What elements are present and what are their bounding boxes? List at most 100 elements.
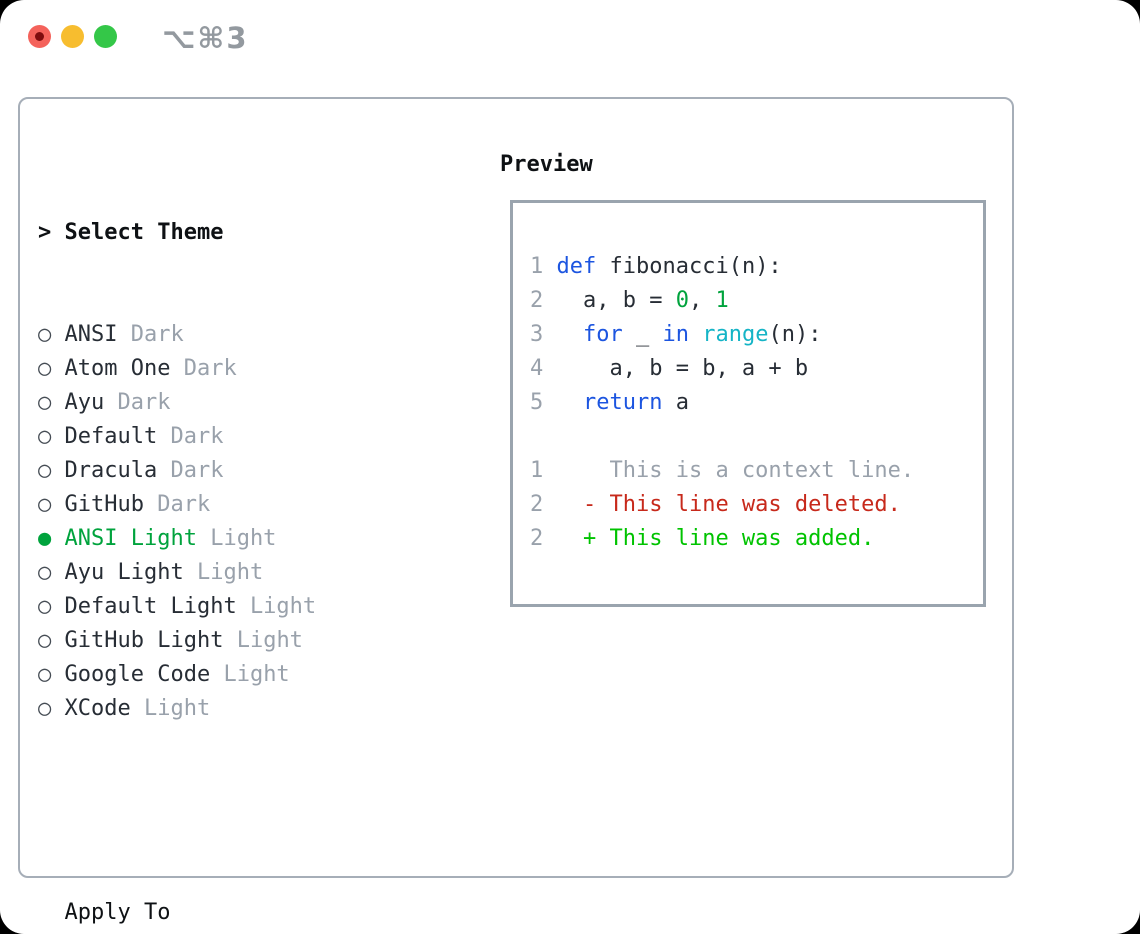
minimize-button[interactable] — [61, 25, 84, 48]
close-dot-icon — [35, 32, 44, 41]
code-segment: 2 — [530, 526, 557, 551]
option-label: Dracula — [64, 458, 158, 483]
code-segment: a, b = — [556, 288, 676, 313]
option-variant-label: Dark — [170, 424, 224, 449]
code-segment: a — [662, 390, 689, 415]
code-segment: - This line was deleted. — [556, 492, 901, 517]
option-variant-label: Light — [249, 594, 317, 619]
radio-unselected-icon: ○ — [38, 356, 52, 381]
radio-unselected-icon: ○ — [38, 458, 52, 483]
option-variant-label: Dark — [170, 458, 224, 483]
theme-option[interactable]: ○ GitHub Dark — [38, 488, 409, 522]
option-variant-label: Dark — [117, 390, 171, 415]
option-label: Atom One — [64, 356, 171, 381]
theme-option[interactable]: ● ANSI Light Light — [38, 522, 409, 556]
option-variant-label: Light — [143, 696, 211, 721]
code-segment: fibonacci(n): — [596, 254, 782, 279]
select-theme-title: Select Theme — [64, 220, 224, 245]
code-segment: 5 — [530, 390, 557, 415]
window-controls — [28, 25, 117, 48]
option-variant-label: Light — [210, 526, 277, 551]
prompt-caret-icon: > — [38, 220, 52, 245]
option-label: Default — [64, 424, 158, 449]
radio-unselected-icon: ○ — [38, 560, 52, 585]
radio-unselected-icon: ○ — [38, 696, 52, 721]
theme-selector-panel: > Select Theme ○ ANSI Dark○ Atom One Dar… — [18, 97, 1014, 925]
theme-option[interactable]: ○ Atom One Dark — [38, 352, 409, 386]
code-segment: 1 — [530, 254, 557, 279]
maximize-button[interactable] — [94, 25, 117, 48]
code-segment: 0 — [675, 288, 689, 313]
option-label: Ayu — [64, 390, 105, 415]
theme-option[interactable]: ○ Google Code Light — [38, 658, 409, 692]
code-segment: in — [662, 322, 690, 347]
code-segment: 1 — [530, 458, 557, 483]
theme-option[interactable]: ○ Ayu Dark — [38, 386, 409, 420]
option-label: GitHub Light — [64, 628, 224, 653]
code-line: 1 def fibonacci(n): — [530, 250, 983, 284]
theme-option[interactable]: ○ ANSI Dark — [38, 318, 409, 352]
radio-selected-icon: ● — [38, 526, 52, 551]
theme-picker: > Select Theme ○ ANSI Dark○ Atom One Dar… — [38, 148, 409, 934]
code-segment: _ — [622, 322, 663, 347]
code-segment: range — [702, 322, 769, 347]
radio-unselected-icon: ○ — [38, 492, 52, 517]
code-segment: (n): — [768, 322, 822, 347]
theme-option[interactable]: ○ Dracula Dark — [38, 454, 409, 488]
code-segment: def — [556, 254, 597, 279]
code-line: 1 This is a context line. — [530, 454, 983, 488]
radio-unselected-icon: ○ — [38, 594, 52, 619]
radio-unselected-icon: ○ — [38, 424, 52, 449]
code-line: 2 + This line was added. — [530, 522, 983, 556]
option-variant-label: Light — [236, 628, 303, 653]
code-segment: 3 — [530, 322, 557, 347]
theme-option[interactable]: ○ GitHub Light Light — [38, 624, 409, 658]
code-segment: 2 — [530, 492, 557, 517]
code-segment: , — [688, 288, 716, 313]
preview-pane: 1 def fibonacci(n): 2 a, b = 0, 1 3 for _ … — [510, 200, 986, 607]
code-segment: a, b = b, a + b — [556, 356, 809, 381]
code-segment — [557, 322, 584, 347]
option-label: Ayu Light — [64, 560, 184, 585]
theme-option[interactable]: ○ Default Light Light — [38, 590, 409, 624]
option-label: Default Light — [64, 594, 237, 619]
option-variant-label: Light — [196, 560, 264, 585]
theme-list: ○ ANSI Dark○ Atom One Dark○ Ayu Dark○ De… — [38, 318, 409, 726]
option-variant-label: Dark — [183, 356, 237, 381]
option-label: ANSI Light — [64, 526, 197, 551]
option-label: Google Code — [64, 662, 211, 687]
code-line: 2 - This line was deleted. — [530, 488, 983, 522]
code-line: 3 for _ in range(n): — [530, 318, 983, 352]
theme-option[interactable]: ○ Ayu Light Light — [38, 556, 409, 590]
option-label: GitHub — [64, 492, 144, 517]
window-title: ⌥⌘3 — [162, 21, 249, 55]
code-preview: 1 def fibonacci(n): 2 a, b = 0, 1 3 for _ … — [513, 203, 983, 556]
code-segment: This is a context line. — [556, 458, 915, 483]
radio-unselected-icon: ○ — [38, 390, 52, 415]
code-line — [530, 420, 983, 454]
radio-unselected-icon: ○ — [38, 662, 52, 687]
radio-unselected-icon: ○ — [38, 322, 52, 347]
code-segment — [689, 322, 702, 347]
code-segment — [557, 390, 584, 415]
apply-to-title: Apply To — [64, 900, 171, 925]
option-variant-label: Light — [223, 662, 290, 687]
code-segment: 4 — [530, 356, 557, 381]
code-segment: + This line was added. — [556, 526, 875, 551]
apply-to-header: Apply To — [38, 896, 409, 930]
code-line: 5 return a — [530, 386, 983, 420]
theme-option[interactable]: ○ XCode Light — [38, 692, 409, 726]
code-segment: 2 — [530, 288, 557, 313]
select-theme-header: > Select Theme — [38, 216, 409, 250]
code-segment: 1 — [715, 288, 729, 313]
option-variant-label: Dark — [157, 492, 211, 517]
option-variant-label: Dark — [130, 322, 184, 347]
radio-unselected-icon: ○ — [38, 628, 52, 653]
option-label: ANSI — [64, 322, 118, 347]
theme-option[interactable]: ○ Default Dark — [38, 420, 409, 454]
code-line: 4 a, b = b, a + b — [530, 352, 983, 386]
close-button[interactable] — [28, 25, 51, 48]
spacer-row — [38, 794, 409, 828]
